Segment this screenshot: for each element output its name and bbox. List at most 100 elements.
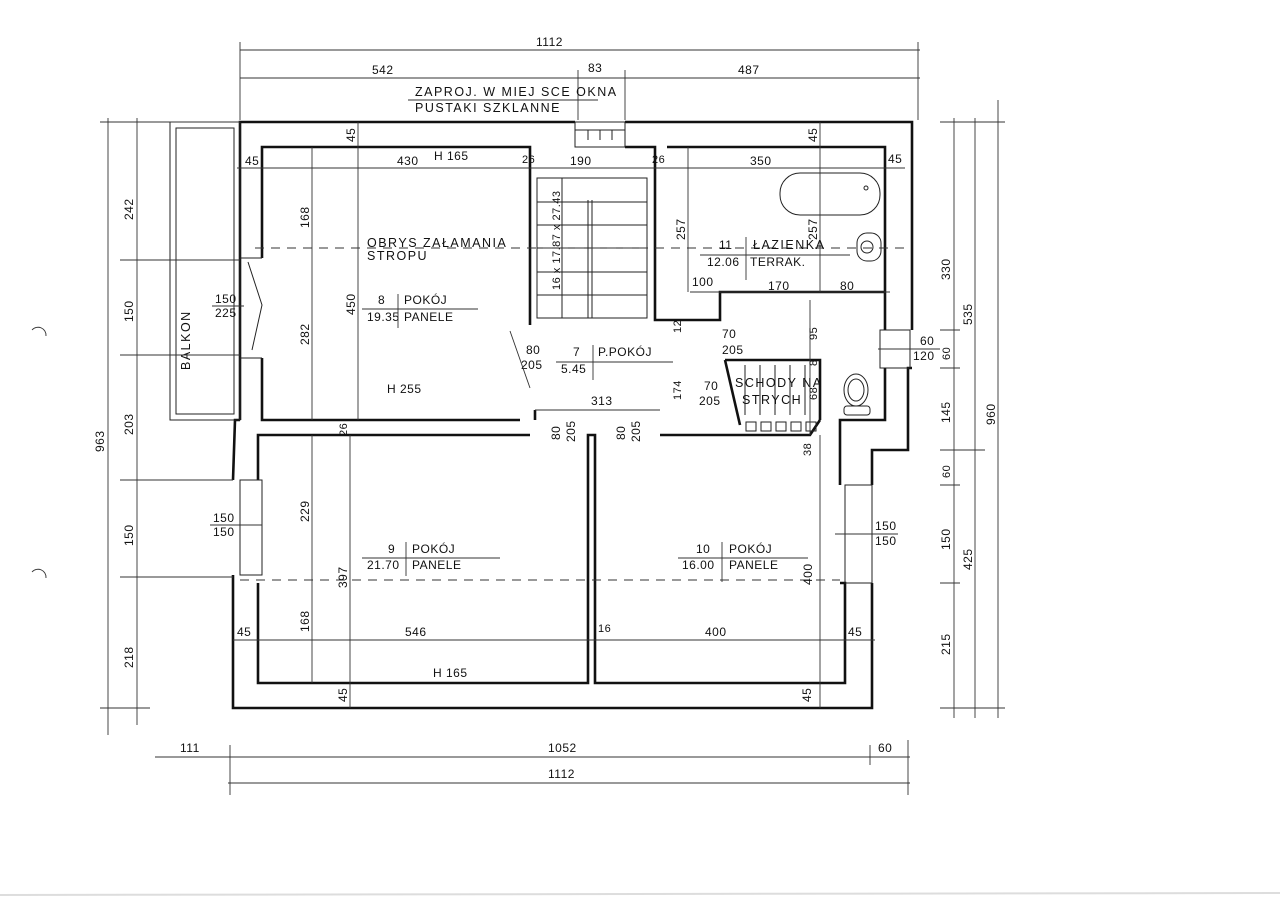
dim: 190 — [570, 154, 592, 168]
inner-dimension-lines — [233, 122, 905, 708]
door-height: 205 — [722, 343, 744, 357]
room-name: P.POKÓJ — [598, 344, 652, 359]
room-10-label: 10 POKÓJ 16.00 PANELE — [678, 541, 808, 582]
dim: 430 — [397, 154, 419, 168]
dim: 282 — [298, 323, 312, 345]
note-line2: PUSTAKI SZKLANNE — [415, 101, 561, 115]
room-floor: TERRAK. — [750, 255, 806, 269]
room-11-label: 11 ŁAZIENKA 12.06 TERRAK. — [700, 237, 850, 280]
dim: 26 — [652, 154, 665, 166]
ceiling-note-1: OBRYS ZAŁAMANIA — [367, 236, 507, 250]
openings: 150 225 150 150 150 150 60 120 80 205 80… — [210, 292, 940, 548]
dim-top-mid: 83 — [588, 61, 602, 75]
dim: 16 — [598, 623, 611, 635]
attic-stairs-line2: STRYCH — [742, 393, 802, 407]
note-line1: ZAPROJ. W MIEJ SCE OKNA — [415, 85, 618, 99]
dim: 45 — [237, 625, 251, 639]
height-note: H 255 — [387, 382, 422, 396]
door-width: 80 — [549, 426, 563, 440]
window-width: 60 — [920, 334, 934, 348]
dim: 60 — [941, 465, 953, 478]
dim: 45 — [344, 128, 358, 142]
dim: 45 — [806, 128, 820, 142]
dim: 397 — [336, 566, 350, 588]
room-number: 8 — [378, 293, 385, 307]
room-labels: OBRYS ZAŁAMANIA STROPU 8 POKÓJ 19.35 PAN… — [362, 236, 850, 582]
room-number: 9 — [388, 542, 395, 556]
room-floor: PANELE — [412, 558, 461, 572]
height-note: H 165 — [434, 149, 469, 163]
inner-dimensions: 45 430 H 165 26 190 26 350 45 45 45 168 … — [237, 128, 902, 702]
dim: 60 — [941, 347, 953, 360]
dim: 963 — [93, 430, 107, 452]
dim: 960 — [984, 403, 998, 425]
dim: 38 — [802, 443, 814, 456]
room-name: POKÓJ — [412, 541, 455, 556]
dim: 257 — [806, 218, 820, 240]
dim: 313 — [591, 394, 613, 408]
attic-stairs-line1: SCHODY NA — [735, 376, 823, 390]
window-height: 150 — [213, 525, 235, 539]
dim: 145 — [939, 401, 953, 423]
dim: 26 — [522, 154, 535, 166]
room-number: 7 — [573, 345, 580, 359]
room-area: 5.45 — [561, 362, 586, 376]
dim: 174 — [672, 380, 684, 400]
dim: 450 — [344, 293, 358, 315]
dim: 350 — [750, 154, 772, 168]
door-width: 70 — [704, 379, 718, 393]
bathtub-icon — [779, 172, 881, 216]
punch-hole-icon — [31, 326, 47, 337]
window-height: 225 — [215, 306, 237, 320]
dim: 45 — [800, 688, 814, 702]
window-width: 150 — [875, 519, 897, 533]
dim: 535 — [961, 303, 975, 325]
dim: 12 — [672, 320, 684, 333]
height-note: H 165 — [433, 666, 468, 680]
punch-hole-icon — [31, 568, 47, 579]
right-dimensions: 330 60 145 60 150 215 535 425 960 — [939, 100, 1005, 718]
balcony: BALKON — [169, 121, 241, 421]
dim: 1052 — [548, 741, 577, 755]
window-height: 150 — [875, 534, 897, 548]
dim: 150 — [122, 300, 136, 322]
dim: 45 — [888, 152, 902, 166]
dim: 215 — [939, 633, 953, 655]
door-width: 80 — [526, 343, 540, 357]
dim: 546 — [405, 625, 427, 639]
dim: 45 — [848, 625, 862, 639]
room-floor: PANELE — [729, 558, 778, 572]
dim: 203 — [122, 413, 136, 435]
dim: 95 — [808, 327, 820, 340]
dim: 26 — [338, 423, 350, 436]
sink-icon — [856, 232, 882, 262]
attic-stairs: SCHODY NA STRYCH — [735, 365, 823, 432]
dim: 330 — [939, 258, 953, 280]
dim: 150 — [122, 524, 136, 546]
dim: 45 — [245, 154, 259, 168]
dim: 400 — [705, 625, 727, 639]
dim-total-top: 1112 — [536, 35, 563, 49]
dim: 80 — [840, 279, 854, 293]
room-7-label: 7 P.POKÓJ 5.45 — [556, 344, 673, 380]
balcony-label: BALKON — [179, 310, 193, 370]
door-width: 80 — [614, 426, 628, 440]
room-area: 12.06 — [707, 255, 740, 269]
bathroom-fixtures — [779, 172, 882, 416]
dim: 257 — [674, 218, 688, 240]
dim: 45 — [336, 688, 350, 702]
dim: 425 — [961, 548, 975, 570]
left-dimensions: 963 242 150 203 150 218 — [93, 118, 240, 735]
dim: 168 — [298, 206, 312, 228]
room-name: ŁAZIENKA — [753, 238, 825, 252]
dim-top-right: 487 — [738, 63, 760, 77]
dim: 8 — [808, 359, 820, 366]
dim: 400 — [801, 563, 815, 585]
room-floor: PANELE — [404, 310, 453, 324]
dim: 1112 — [548, 767, 575, 781]
dim: 111 — [180, 741, 200, 755]
dim: 150 — [939, 528, 953, 550]
room-9-label: 9 POKÓJ 21.70 PANELE — [362, 541, 500, 576]
room-number: 10 — [696, 542, 710, 556]
